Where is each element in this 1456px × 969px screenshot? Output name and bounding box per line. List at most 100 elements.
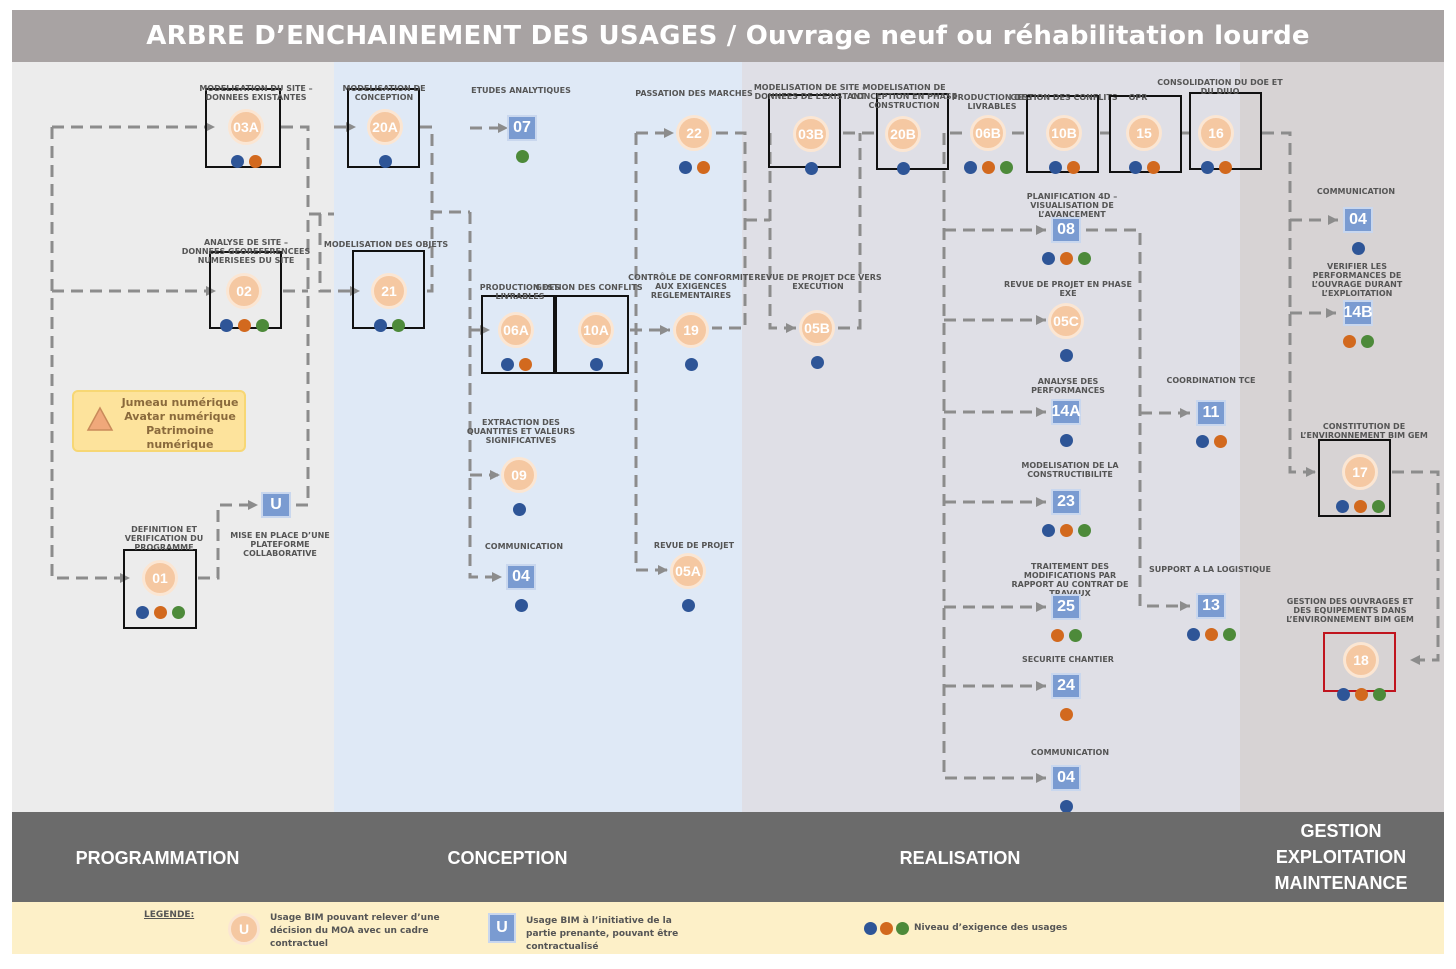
node-label-20b: MODELISATION DE CONCEPTION EN PHASE CONS… [850,83,958,110]
legend-square-text-3: contractualisé [526,942,599,952]
node-id-05c: 05C [1053,313,1079,329]
usage-node-06a[interactable]: 06A [498,312,534,348]
node-level-dots-23 [1041,524,1091,537]
level-dot-green [1372,688,1386,701]
usage-node-18[interactable]: 18 [1343,642,1379,678]
warning-triangle-icon [86,406,114,431]
usage-node-10a[interactable]: 10A [578,312,614,348]
node-id-03a: 03A [233,119,259,135]
node-level-dots-20a [378,155,392,168]
usage-node-14b[interactable]: 14B [1343,300,1373,326]
node-frame-10a [555,295,629,374]
diagram-title: ARBRE D’ENCHAINEMENT DES USAGES / Ouvrag… [12,10,1444,62]
node-id-15: 15 [1136,125,1152,141]
node-level-dots-05a [681,599,695,612]
usage-node-19[interactable]: 19 [673,312,709,348]
node-level-dots-06a [500,358,532,371]
level-dot-orange [1342,335,1356,348]
node-label-04g: COMMUNICATION [1316,187,1396,196]
level-dot-green [1077,524,1091,537]
node-level-dots-13 [1186,628,1236,641]
usage-node-24[interactable]: 24 [1051,673,1081,699]
level-dot-orange [1066,161,1080,174]
legend-title: LEGENDE: [144,910,195,920]
node-label-14b: VERIFIER LES PERFORMANCES DE L’OUVRAGE D… [1311,262,1403,298]
usage-node-14a[interactable]: 14A [1051,399,1081,425]
usage-node-15[interactable]: 15 [1126,115,1162,151]
legend-circle-symbol: U [228,913,260,945]
level-dot-orange [1146,161,1160,174]
usage-node-06b[interactable]: 06B [970,115,1006,151]
node-id-02: 02 [236,283,252,299]
level-dot-green [1222,628,1236,641]
node-level-dots-05b [810,356,824,369]
node-level-dots-14b [1342,335,1374,348]
level-dot-blue [589,358,603,371]
node-id-06b: 06B [975,125,1001,141]
level-dot-blue [378,155,392,168]
callout-line-4: numérique [146,438,214,451]
usage-node-11[interactable]: 11 [1196,400,1226,426]
level-dot-blue [1048,161,1062,174]
usage-node-08[interactable]: 08 [1051,217,1081,243]
node-id-04r: 04 [1057,769,1075,786]
usage-node-10b[interactable]: 10B [1046,115,1082,151]
usage-node-05a[interactable]: 05A [670,553,706,589]
usage-node-20a[interactable]: 20A [367,109,403,145]
usage-node-22[interactable]: 22 [676,115,712,151]
usage-node-u[interactable]: U [261,492,291,518]
usage-node-04r[interactable]: 04 [1051,765,1081,791]
usage-node-05b[interactable]: 05B [799,310,835,346]
callout-line-3: Patrimoine [146,424,214,437]
phase-conception: CONCEPTION [447,848,568,868]
usage-node-04g[interactable]: 04 [1343,207,1373,233]
node-id-06a: 06A [503,322,529,338]
node-level-dots-04g [1351,242,1365,255]
usage-node-07[interactable]: 07 [507,115,537,141]
node-id-10a: 10A [583,322,609,338]
level-dot-blue [810,356,824,369]
node-level-dots-16 [1200,161,1232,174]
usage-node-04[interactable]: 04 [506,564,536,590]
node-label-14a: ANALYSE DES PERFORMANCES [1031,377,1105,395]
node-label-23: MODELISATION DE LA CONSTRUCTIBILITE [1021,461,1119,479]
usage-node-23[interactable]: 23 [1051,489,1081,515]
level-dot-blue [1186,628,1200,641]
node-label-01: DEFINITION ET VERIFICATION DU PROGRAMME [124,525,204,552]
usage-node-13[interactable]: 13 [1196,593,1226,619]
node-label-07: ETUDES ANALYTIQUES [471,86,571,95]
usage-node-09[interactable]: 09 [501,457,537,493]
usage-node-25[interactable]: 25 [1051,594,1081,620]
node-level-dots-06b [963,161,1013,174]
level-dot-orange [1218,161,1232,174]
node-id-14a: 14A [1051,403,1081,420]
node-level-dots-21 [373,319,405,332]
usage-node-05c[interactable]: 05C [1048,303,1084,339]
legend-dots [864,922,909,935]
node-label-10a: GESTION DES CONFLITS [535,283,643,292]
usage-node-20b[interactable]: 20B [885,116,921,152]
level-dot-blue [1335,500,1349,513]
phase-bar [12,812,1444,902]
level-dot-blue [1336,688,1350,701]
usage-node-03b[interactable]: 03B [793,116,829,152]
level-dot-blue [135,606,149,619]
usage-node-16[interactable]: 16 [1198,115,1234,151]
node-label-24: SECURITE CHANTIER [1022,655,1114,664]
level-dot-green [515,150,529,163]
usage-node-17[interactable]: 17 [1342,454,1378,490]
node-id-05a: 05A [675,563,701,579]
usage-node-03a[interactable]: 03A [228,109,264,145]
usage-node-21[interactable]: 21 [371,273,407,309]
node-id-01: 01 [152,570,168,586]
usage-node-02[interactable]: 02 [226,273,262,309]
level-dot-blue [230,155,244,168]
node-level-dots-17 [1335,500,1385,513]
phase-gem-line-3: MAINTENANCE [1274,873,1408,893]
node-label-03a: MODELISATION DU SITE – DONNEES EXISTANTE… [199,84,313,102]
node-id-13: 13 [1202,597,1220,614]
callout-line-1: Jumeau numérique [121,396,239,409]
usage-node-01[interactable]: 01 [142,560,178,596]
node-label-19: CONTRÔLE DE CONFORMITE AUX EXIGENCES REG… [628,273,754,300]
phase-gem: GESTION EXPLOITATION MAINTENANCE [1260,818,1422,896]
